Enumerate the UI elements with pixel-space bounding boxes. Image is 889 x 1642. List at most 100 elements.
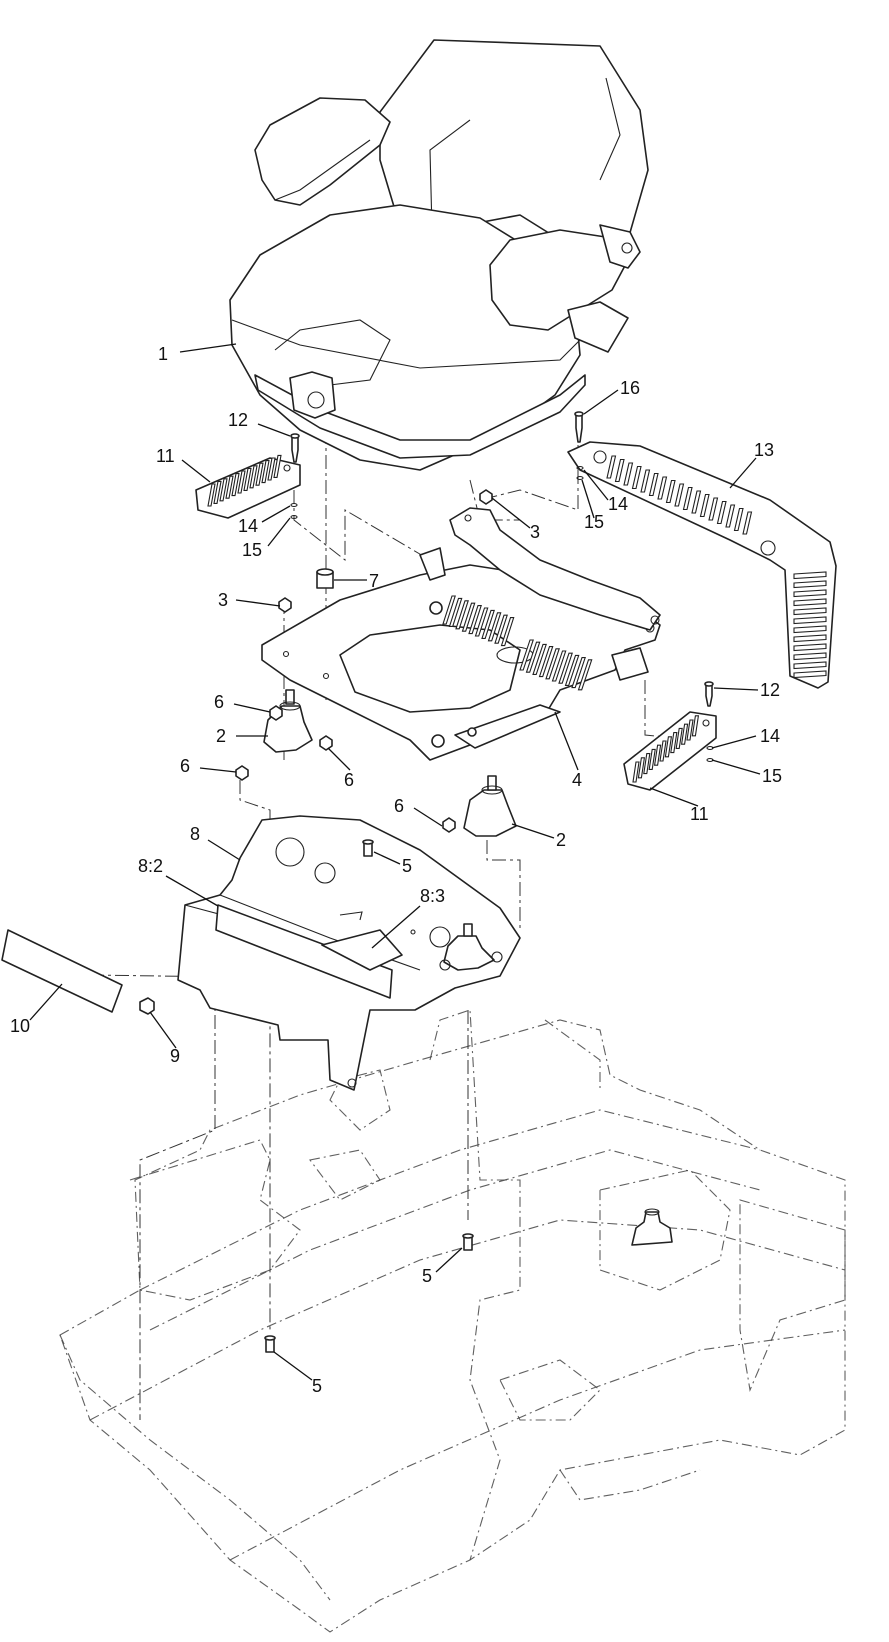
callout-label: 7 xyxy=(369,571,379,591)
vent-slot xyxy=(793,670,827,679)
vent-slot xyxy=(708,497,719,521)
vent-slot xyxy=(793,661,827,670)
decal xyxy=(1,929,123,1013)
vent-slot xyxy=(243,467,252,491)
callout-label: 16 xyxy=(620,378,640,398)
vent-slot xyxy=(664,736,673,758)
callout-label: 3 xyxy=(530,522,540,542)
side-shield-right xyxy=(567,441,837,689)
callout-label: 5 xyxy=(402,856,412,876)
callout-label: 6 xyxy=(344,770,354,790)
vent-slot xyxy=(793,616,827,625)
vent-slot xyxy=(255,462,264,486)
isolator-mount-left xyxy=(263,689,313,753)
vent-slot xyxy=(494,614,508,644)
vent-slot xyxy=(249,465,258,489)
vent-slot xyxy=(725,504,736,528)
vent-slot xyxy=(793,580,827,589)
vent-slot xyxy=(519,639,534,671)
vent-slot xyxy=(637,757,646,779)
vent-slot xyxy=(442,595,456,625)
callout-label: 15 xyxy=(762,766,782,786)
fasteners xyxy=(139,411,714,1353)
vent-plate-right xyxy=(623,711,717,791)
callout-label: 5 xyxy=(312,1376,322,1396)
callout-label: 11 xyxy=(690,804,709,824)
vent-slot xyxy=(653,744,662,766)
vent-slot xyxy=(207,483,216,507)
vent-slot xyxy=(606,455,617,479)
isolator-mount-right xyxy=(463,775,517,837)
vent-slot xyxy=(699,493,710,518)
vent-slot xyxy=(682,486,693,511)
vent-slot xyxy=(631,465,642,490)
vent-slot xyxy=(665,479,676,504)
vent-slot xyxy=(481,609,495,639)
vent-slot xyxy=(793,643,827,652)
vent-slot xyxy=(793,571,827,580)
vent-slot xyxy=(455,600,469,630)
vent-slot xyxy=(468,605,482,635)
rear-mount-bracket xyxy=(419,507,661,681)
callout-label: 8:2 xyxy=(138,856,163,876)
vent-slot xyxy=(571,657,586,689)
vent-slot xyxy=(675,727,683,749)
seat-assembly xyxy=(229,39,649,471)
vent-slot xyxy=(564,654,580,686)
callout-label: 8 xyxy=(190,824,200,844)
leader-lines xyxy=(29,343,761,1381)
vent-slot xyxy=(545,648,560,680)
vent-slot xyxy=(213,480,222,504)
vent-slot xyxy=(742,511,753,535)
vent-slot xyxy=(500,617,515,647)
main-bracket xyxy=(177,815,521,1091)
seat-mount-plate xyxy=(261,564,661,761)
vent-slot xyxy=(237,470,246,494)
callout-label: 1 xyxy=(158,344,168,364)
vent-slot xyxy=(538,646,554,678)
callout-label: 12 xyxy=(760,680,780,700)
vent-slot xyxy=(648,748,656,770)
vent-slot xyxy=(657,476,668,500)
callout-label: 9 xyxy=(170,1046,180,1066)
callout-label: 14 xyxy=(608,494,628,514)
vent-slot xyxy=(670,732,678,754)
vent-slot xyxy=(793,598,827,607)
vent-slot xyxy=(261,460,270,484)
vent-slot xyxy=(614,458,625,483)
vent-slot xyxy=(558,652,573,684)
callout-label: 13 xyxy=(754,440,774,460)
vent-slot xyxy=(659,740,667,762)
vent-slot xyxy=(632,761,640,783)
spacer xyxy=(316,568,334,589)
vent-slot xyxy=(231,473,240,497)
callout-label: 15 xyxy=(242,540,262,560)
vent-slot xyxy=(225,475,234,499)
vent-slot xyxy=(525,641,541,673)
vent-slot xyxy=(733,507,744,532)
vent-slot xyxy=(643,753,651,775)
vent-slot xyxy=(793,607,827,616)
vent-slot xyxy=(551,650,567,682)
callout-label: 12 xyxy=(228,410,248,430)
chassis-frame xyxy=(59,1009,846,1633)
callout-label: 6 xyxy=(394,796,404,816)
vent-slot xyxy=(623,462,634,486)
callout-label: 3 xyxy=(218,590,228,610)
callout-label: 2 xyxy=(556,830,566,850)
vent-slot xyxy=(577,659,593,691)
vent-slot xyxy=(793,589,827,598)
callout-label: 6 xyxy=(214,692,224,712)
vent-slot xyxy=(219,478,228,502)
vent-slot xyxy=(686,719,694,741)
callout-label: 4 xyxy=(572,770,582,790)
callout-label: 15 xyxy=(584,512,604,532)
vent-slot xyxy=(487,612,502,642)
callout-labels: 1 12 11 14 15 16 13 14 15 3 7 3 6 2 6 6 … xyxy=(10,344,782,1396)
vent-slot xyxy=(691,715,700,737)
vent-slot xyxy=(674,483,685,507)
callout-label: 6 xyxy=(180,756,190,776)
vent-slot xyxy=(793,652,827,661)
callout-label: 8:3 xyxy=(420,886,445,906)
